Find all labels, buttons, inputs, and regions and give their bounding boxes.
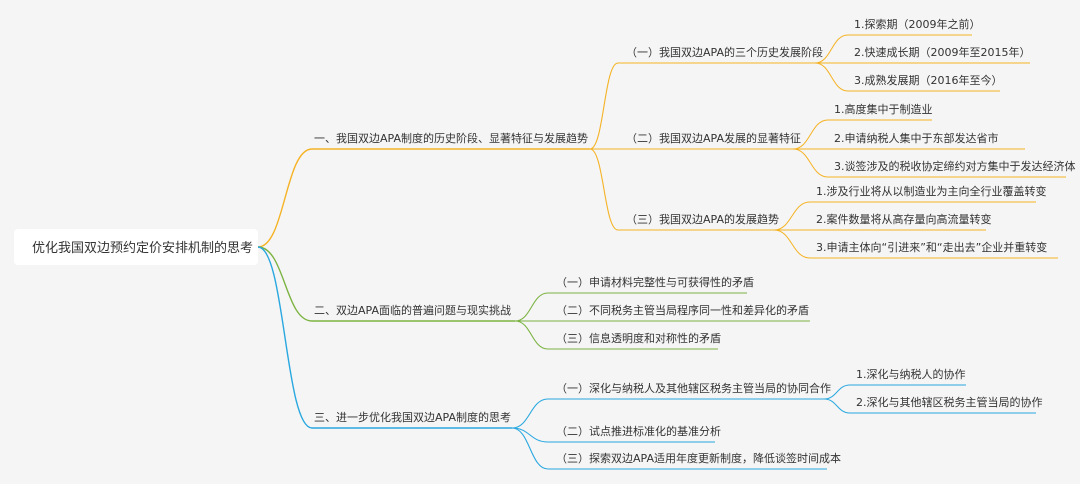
- leaf-link: [792, 119, 829, 150]
- leaf-node[interactable]: 2.申请纳税人集中于东部发达省市: [834, 131, 999, 145]
- subtopic-link: [589, 62, 619, 150]
- subtopic-link: [511, 398, 549, 429]
- mindmap-links: [257, 34, 1066, 470]
- subtopic-link: [511, 427, 549, 443]
- leaf-node[interactable]: 2.深化与其他辖区税务主管当局的协作: [856, 395, 1043, 409]
- branch-node[interactable]: 二、双边APA面临的普遍问题与现实挑战: [314, 303, 511, 317]
- leaf-node[interactable]: 1.探索期（2009年之前）: [854, 17, 981, 31]
- subtopic-node[interactable]: （三）我国双边APA的发展趋势: [626, 212, 779, 226]
- subtopic-link: [589, 148, 619, 231]
- subtopic-node[interactable]: （一）申请材料完整性与可获得性的矛盾: [556, 275, 754, 289]
- subtopic-node[interactable]: （一）我国双边APA的三个历史发展阶段: [626, 45, 823, 59]
- subtopic-node[interactable]: （一）深化与纳税人及其他辖区税务主管当局的协同合作: [556, 381, 831, 395]
- leaf-link: [823, 384, 851, 400]
- branch-node[interactable]: 一、我国双边APA制度的历史阶段、显著特征与发展趋势: [314, 131, 588, 145]
- leaf-link: [823, 398, 851, 414]
- leaf-link: [773, 229, 811, 259]
- leaf-node[interactable]: 1.深化与纳税人的协作: [856, 367, 966, 381]
- branch-link: [257, 246, 313, 322]
- leaf-node[interactable]: 3.谈签涉及的税收协定缔约对方集中于发达经济体: [834, 159, 1076, 173]
- root-node-box[interactable]: [14, 229, 258, 265]
- subtopic-link: [514, 320, 549, 350]
- leaf-node[interactable]: 1.高度集中于制造业: [834, 102, 933, 116]
- branch-link: [257, 246, 313, 429]
- branch-link: [257, 148, 313, 248]
- leaf-node[interactable]: 3.成熟发展期（2016年至今）: [854, 73, 1003, 87]
- subtopic-node[interactable]: （二）试点推进标准化的基准分析: [556, 424, 721, 438]
- subtopic-node[interactable]: （三）信息透明度和对称性的矛盾: [556, 331, 721, 345]
- leaf-link: [792, 148, 829, 178]
- branch-node[interactable]: 三、进一步优化我国双边APA制度的思考: [314, 410, 511, 424]
- subtopic-node[interactable]: （二）我国双边APA发展的显著特征: [626, 131, 801, 145]
- leaf-link: [773, 201, 811, 231]
- subtopic-node[interactable]: （二）不同税务主管当局程序同一性和差异化的矛盾: [556, 303, 809, 317]
- leaf-link: [814, 62, 849, 92]
- mindmap-nodes: 优化我国双边预约定价安排机制的思考 一、我国双边APA制度的历史阶段、显著特征与…: [14, 17, 1076, 465]
- root-node[interactable]: 优化我国双边预约定价安排机制的思考: [32, 240, 253, 256]
- subtopic-link: [511, 427, 549, 470]
- leaf-node[interactable]: 2.快速成长期（2009年至2015年）: [854, 45, 1030, 59]
- subtopic-node[interactable]: （三）探索双边APA适用年度更新制度，降低谈签时间成本: [556, 451, 841, 465]
- leaf-link: [814, 34, 849, 64]
- leaf-node[interactable]: 3.申请主体向“引进来”和“走出去”企业并重转变: [816, 240, 1047, 254]
- subtopic-link: [514, 292, 549, 322]
- leaf-node[interactable]: 2.案件数量将从高存量向高流量转变: [816, 212, 992, 226]
- leaf-node[interactable]: 1.涉及行业将从以制造业为主向全行业覆盖转变: [816, 184, 1047, 198]
